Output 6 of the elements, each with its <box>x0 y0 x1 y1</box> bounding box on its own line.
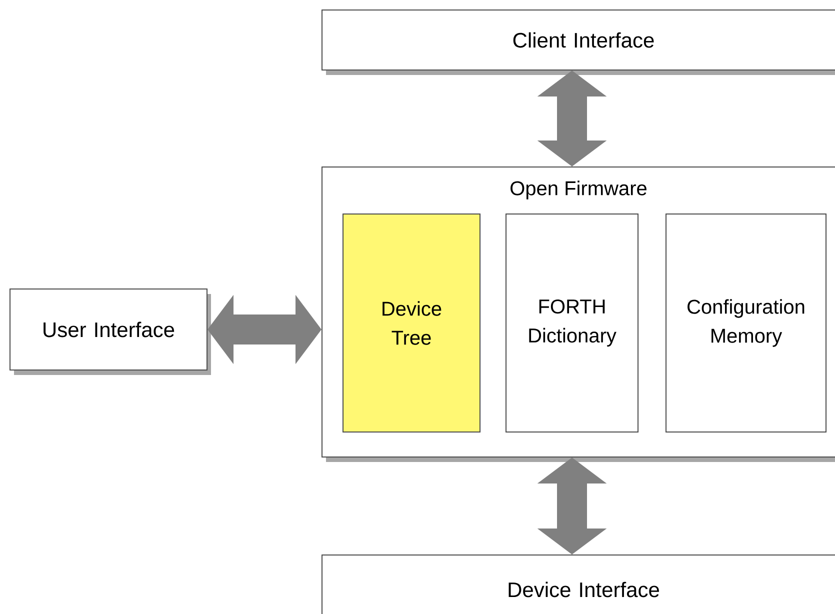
interface-box: Device Interface <box>322 554 835 614</box>
interface-box: User Interface <box>10 288 211 375</box>
process-box: Device Tree <box>342 214 480 432</box>
process-box: Configuration Memory <box>666 214 826 432</box>
interface-box: Client Interface <box>322 10 835 75</box>
process-box: FORTH Dictionary <box>506 214 638 432</box>
